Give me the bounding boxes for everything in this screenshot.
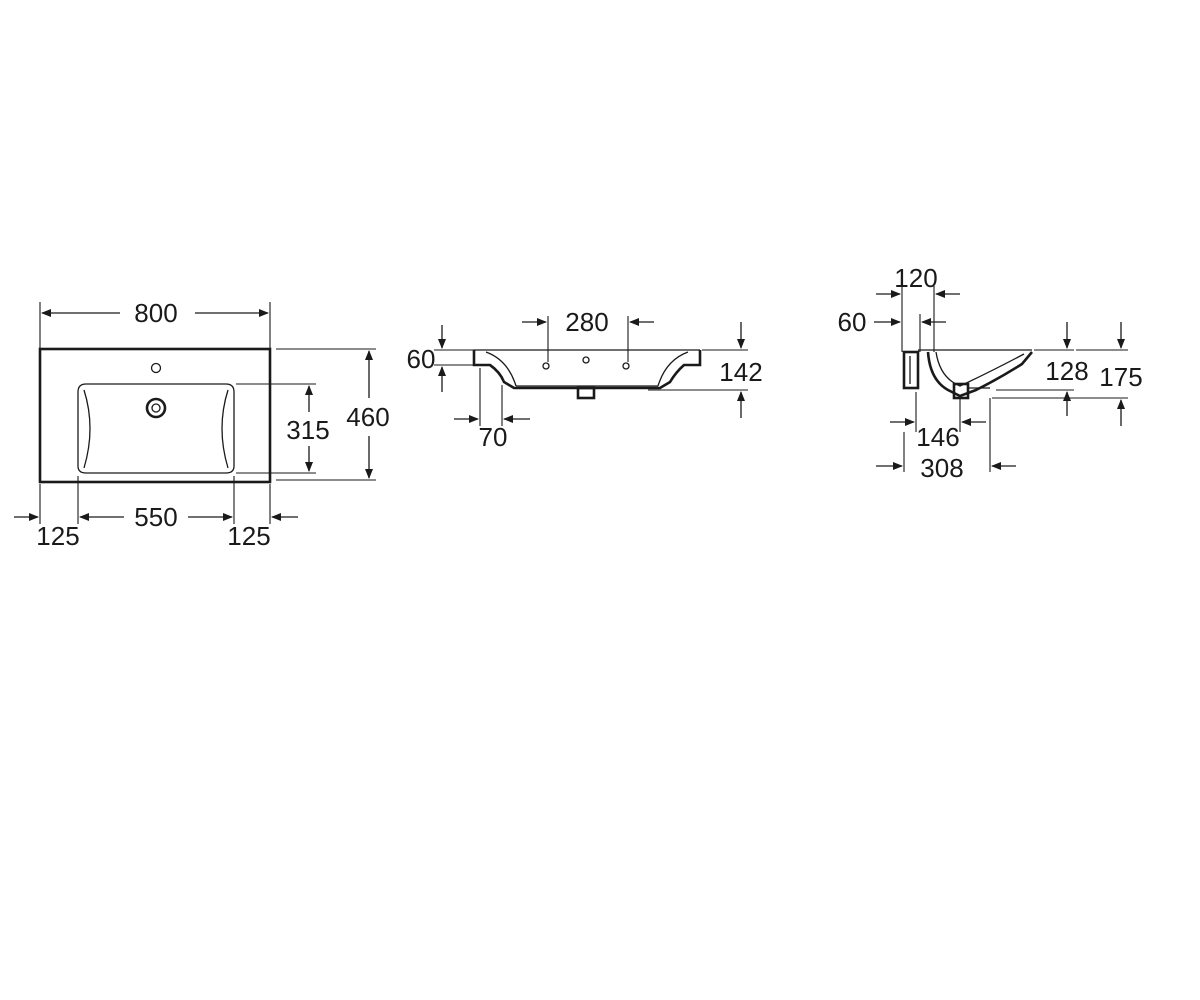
dim-side-rim-height: 60 bbox=[838, 307, 867, 337]
wall-mount bbox=[902, 350, 920, 390]
bowl-outline bbox=[77, 383, 235, 474]
dim-width: 800 bbox=[134, 298, 177, 328]
top-view: 800 460 315 550 125 125 bbox=[14, 298, 390, 551]
dim-right-margin: 125 bbox=[227, 521, 270, 551]
dim-front-total-height: 142 bbox=[719, 357, 762, 387]
dim-bowl-width: 550 bbox=[134, 502, 177, 532]
front-view: 280 60 142 70 bbox=[407, 307, 763, 452]
dim-bowl-height: 128 bbox=[1045, 356, 1088, 386]
dim-left-margin: 125 bbox=[36, 521, 79, 551]
dim-depth: 460 bbox=[346, 402, 389, 432]
dim-waste-offset: 146 bbox=[916, 422, 959, 452]
dim-top-offset: 120 bbox=[894, 263, 937, 293]
dim-side-offset: 70 bbox=[479, 422, 508, 452]
side-view: 120 60 128 175 146 308 bbox=[838, 263, 1143, 483]
dim-tap-spacing: 280 bbox=[565, 307, 608, 337]
dim-waste-depth: 308 bbox=[920, 453, 963, 483]
dim-side-total-height: 175 bbox=[1099, 362, 1142, 392]
drain-icon bbox=[145, 397, 167, 419]
tap-hole bbox=[150, 362, 162, 374]
side-waste-outlet bbox=[952, 382, 970, 400]
basin-outline bbox=[38, 347, 272, 484]
dim-front-rim-height: 60 bbox=[407, 344, 436, 374]
waste-outlet bbox=[576, 386, 596, 400]
dim-bowl-depth: 315 bbox=[286, 415, 329, 445]
